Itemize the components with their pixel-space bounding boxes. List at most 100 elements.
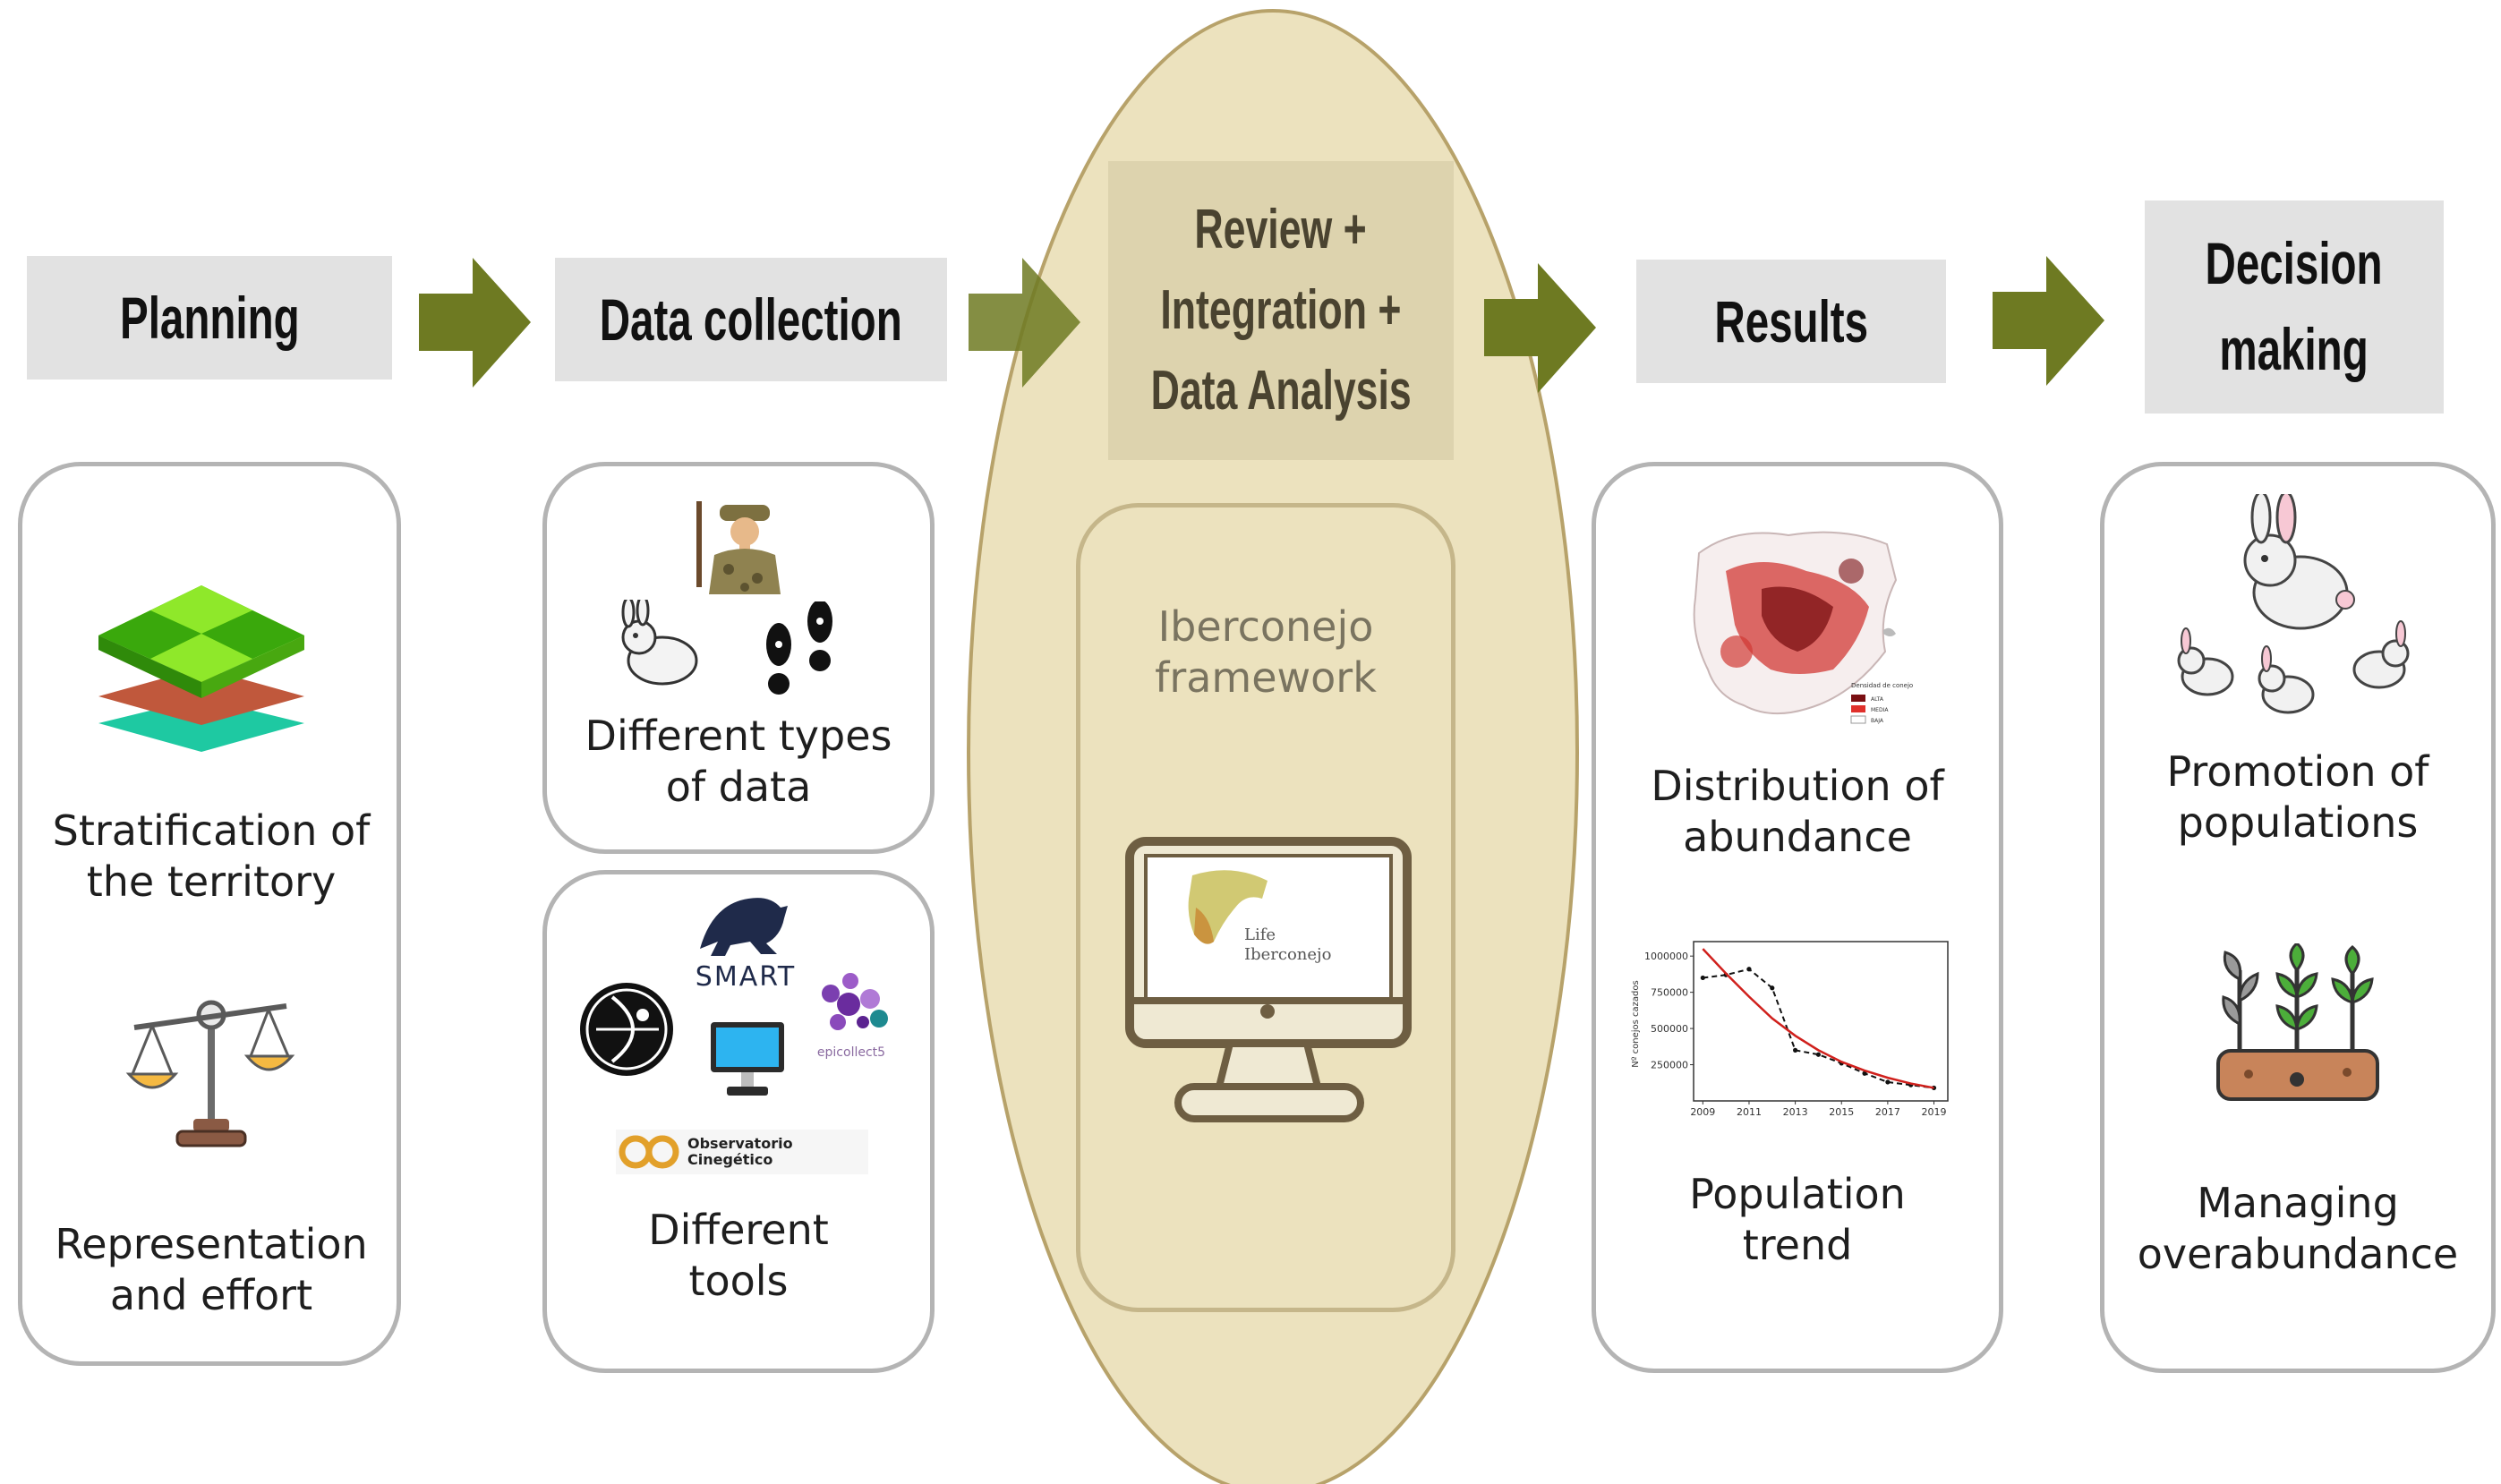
footprints-icon — [766, 601, 832, 695]
observatorio-logo: Observatorio Cinegético — [616, 1130, 868, 1174]
header-review-line2: Integration + — [1160, 279, 1402, 342]
epicollect-logo-text: epicollect5 — [816, 1045, 886, 1060]
header-decision-line1: Decision — [2205, 230, 2384, 297]
population-trend-chart: Nº conejos cazados 2009 2011 2013 2015 2017 2… — [1626, 936, 1955, 1128]
computer-icon — [711, 1022, 784, 1096]
results-item1-line1: Distribution of — [1651, 762, 1944, 810]
large-rabbit — [2243, 494, 2355, 630]
map-legend-level-mid: MEDIA — [1871, 707, 1889, 713]
map-legend-swatch-low — [1850, 715, 1866, 724]
series-point-0-2 — [1746, 967, 1752, 972]
results-item1-line2: abundance — [1683, 813, 1912, 861]
x-tick-label-3: 2015 — [1829, 1106, 1854, 1118]
map-legend-swatch-high — [1851, 695, 1865, 702]
data-types-label: Different types of data — [551, 711, 926, 813]
scale-icon — [125, 1000, 295, 1147]
map-legend-title: Densidad de conejo — [1851, 682, 1913, 689]
arrow-1 — [419, 258, 531, 388]
sprouts-soil-icon — [2216, 943, 2379, 1101]
y-tick-label-0: 250000 — [1651, 1060, 1688, 1071]
framework-label: Iberconejo framework — [1085, 601, 1447, 704]
map-legend-level-high: ALTA — [1871, 696, 1884, 703]
planning-item1-label: Stratification of the territory — [30, 806, 392, 908]
decision-box — [2100, 462, 2496, 1373]
header-planning: Planning — [27, 256, 392, 380]
observatorio-rings-icon — [619, 1135, 679, 1169]
tools-line1: Different — [648, 1206, 829, 1254]
observatorio-line1: Observatorio — [687, 1135, 793, 1152]
planning-item2-line1: Representation — [55, 1220, 368, 1268]
header-review: Review + Integration + Data Analysis — [1108, 161, 1454, 460]
header-decision-line2: making — [2219, 316, 2369, 382]
hunter-icon — [696, 501, 781, 594]
y-tick-label-3: 1000000 — [1644, 951, 1688, 962]
x-tick-label-1: 2011 — [1737, 1106, 1762, 1118]
arrow-2 — [969, 258, 1080, 388]
small-rabbit-left — [2177, 627, 2234, 696]
header-data-collection: Data collection — [555, 258, 947, 381]
planning-item1-line1: Stratification of — [52, 806, 371, 855]
chart-ylabel: Nº conejos cazados — [1631, 980, 1641, 1067]
tools-label: Different tools — [551, 1205, 926, 1307]
rabbits-group-icon — [2177, 494, 2410, 714]
map-legend-level-low: BAJA — [1871, 718, 1884, 724]
series-point-0-5 — [1815, 1052, 1822, 1057]
header-review-line3: Data Analysis — [1150, 359, 1412, 422]
smart-logo-text: SMART — [695, 961, 797, 993]
series-line-0 — [1703, 968, 1934, 1089]
data-types-line2: of data — [665, 763, 812, 811]
small-rabbit-right — [2352, 620, 2410, 689]
results-item2-label: Population trend — [1600, 1169, 1994, 1271]
header-decision: Decision making — [2145, 200, 2444, 414]
series-point-0-0 — [1700, 975, 1705, 981]
decision-item1-line1: Promotion of — [2166, 747, 2429, 796]
x-tick-label-2: 2013 — [1783, 1106, 1808, 1118]
decision-item2-label: Managing overabundance — [2109, 1178, 2487, 1280]
framework-line2: framework — [1155, 653, 1377, 702]
series-line-1 — [1702, 948, 1934, 1089]
tools-line2: tools — [688, 1257, 789, 1305]
tools-box — [542, 870, 935, 1373]
decision-item2-line1: Managing — [2197, 1179, 2399, 1227]
header-results-text: Results — [1714, 288, 1868, 354]
screen-logo-life: Life — [1244, 925, 1276, 944]
header-data-collection-text: Data collection — [600, 286, 903, 353]
observatorio-line2: Cinegético — [687, 1151, 773, 1168]
header-review-line1: Review + — [1194, 199, 1368, 261]
rabbit-icon-small — [621, 600, 698, 686]
y-tick-label-1: 500000 — [1651, 1023, 1688, 1035]
series-point-0-4 — [1793, 1047, 1798, 1053]
chart-plot-area — [1693, 941, 1949, 1102]
x-tick-label-4: 2017 — [1875, 1106, 1900, 1118]
screen-logo-iberconejo: Iberconejo — [1244, 945, 1331, 964]
series-point-0-8 — [1885, 1079, 1891, 1085]
results-item2-line1: Population — [1689, 1170, 1906, 1218]
framework-line1: Iberconejo — [1157, 602, 1374, 651]
decision-item2-line2: overabundance — [2137, 1230, 2459, 1278]
framework-monitor-icon: Life Iberconejo — [1125, 837, 1412, 1122]
decision-item1-line2: populations — [2177, 798, 2419, 847]
abundance-map-icon: Densidad de conejo ALTA MEDIA BAJA — [1693, 531, 1913, 724]
series-point-0-3 — [1770, 985, 1775, 991]
y-tick-label-2: 750000 — [1651, 987, 1688, 999]
header-results: Results — [1636, 260, 1946, 383]
results-item2-line2: trend — [1742, 1221, 1853, 1269]
planning-item1-line2: the territory — [86, 857, 337, 906]
x-tick-label-5: 2019 — [1922, 1106, 1947, 1118]
panther-logo-icon — [700, 898, 788, 956]
arrow-4 — [1993, 256, 2104, 386]
arrow-3 — [1484, 263, 1596, 393]
x-tick-label-0: 2009 — [1690, 1106, 1715, 1118]
planning-item2-label: Representation and effort — [30, 1219, 392, 1321]
small-rabbit-middle — [2258, 645, 2315, 714]
layers-icon — [98, 585, 304, 752]
archer-logo-icon — [580, 983, 673, 1076]
decision-item1-label: Promotion of populations — [2109, 746, 2487, 849]
framework-box — [1076, 503, 1455, 1312]
series-point-0-7 — [1862, 1070, 1867, 1076]
results-item1-label: Distribution of abundance — [1600, 761, 1994, 863]
planning-item2-line2: and effort — [109, 1271, 313, 1319]
data-types-line1: Different types — [585, 712, 892, 760]
header-planning-text: Planning — [119, 285, 300, 351]
epicollect-logo-icon — [822, 973, 888, 1030]
